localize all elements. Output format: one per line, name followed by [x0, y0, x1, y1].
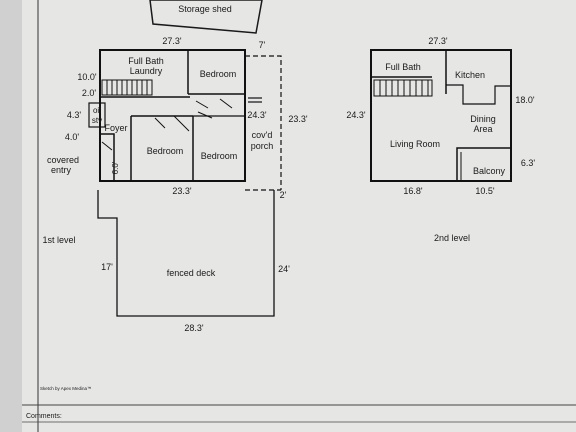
label-balcony: Balcony	[473, 166, 506, 176]
label-area: Area	[473, 124, 492, 134]
dim-4-0: 4.0'	[65, 132, 80, 142]
second-level-plan	[370, 49, 512, 182]
comments-label: Comments:	[26, 413, 62, 420]
stairs-1st	[101, 79, 153, 96]
label-dining: Dining	[470, 114, 496, 124]
door-swings-1st	[154, 98, 233, 132]
label-bedroom-right: Bedroom	[201, 151, 238, 161]
entry-notch	[100, 133, 115, 182]
fenced-deck-outline	[97, 190, 275, 317]
dim-6-3: 6.3'	[521, 158, 536, 168]
label-covd: cov'd	[252, 130, 273, 140]
label-entry: entry	[51, 165, 72, 175]
covered-porch-outline	[245, 55, 282, 191]
first-top-width: 27.3'	[162, 36, 182, 46]
dim-23-3-right: 23.3'	[288, 114, 308, 124]
paper	[22, 0, 576, 432]
label-full-bath-1st: Full Bath	[128, 56, 164, 66]
kitchen-counter	[446, 84, 511, 105]
dim-24-3-first: 24.3'	[247, 110, 267, 120]
dim-18: 18.0'	[515, 95, 535, 105]
dim-2: 2.0'	[82, 88, 97, 98]
label-kitchen: Kitchen	[455, 70, 485, 80]
deck-label: fenced deck	[167, 268, 216, 278]
label-foyer: Foyer	[104, 123, 127, 133]
dim-10: 10.0'	[77, 72, 97, 82]
first-bottom-width: 23.3'	[172, 186, 192, 196]
entry-door	[101, 141, 113, 151]
balcony-outline	[456, 147, 511, 181]
label-stv: stv	[92, 116, 102, 125]
deck-left-dim: 17'	[101, 262, 113, 272]
label-covered: covered	[47, 155, 79, 165]
deck-right-dim: 24'	[278, 264, 290, 274]
dim-24-3-second: 24.3'	[346, 110, 366, 120]
label-porch: porch	[251, 141, 274, 151]
dim-4-3: 4.3'	[67, 110, 82, 120]
oil-stove-box	[88, 102, 106, 128]
first-level-label: 1st level	[42, 235, 75, 245]
width-16-8: 16.8'	[403, 186, 423, 196]
label-bedroom-top: Bedroom	[200, 69, 237, 79]
deck-width: 28.3'	[184, 323, 204, 333]
house-outline-2nd	[370, 49, 512, 182]
label-full-bath-2nd: Full Bath	[385, 62, 421, 72]
sketch-credit: Sketch by Apex Medina™	[40, 386, 92, 391]
stairs-2nd	[373, 79, 433, 97]
first-level-plan	[88, 49, 282, 317]
second-top-width: 27.3'	[428, 36, 448, 46]
label-living-room: Living Room	[390, 139, 440, 149]
dim-6-0: 6.0'	[111, 161, 120, 174]
shed-label: Storage shed	[178, 4, 232, 14]
first-right-top: 7'	[259, 40, 266, 50]
label-oil: oil	[93, 106, 101, 115]
label-laundry: Laundry	[130, 66, 163, 76]
label-bedroom-left: Bedroom	[147, 146, 184, 156]
width-10-5: 10.5'	[475, 186, 495, 196]
second-level-label: 2nd level	[434, 233, 470, 243]
dim-2ft: 2'	[280, 190, 287, 200]
storage-shed	[149, 0, 263, 34]
